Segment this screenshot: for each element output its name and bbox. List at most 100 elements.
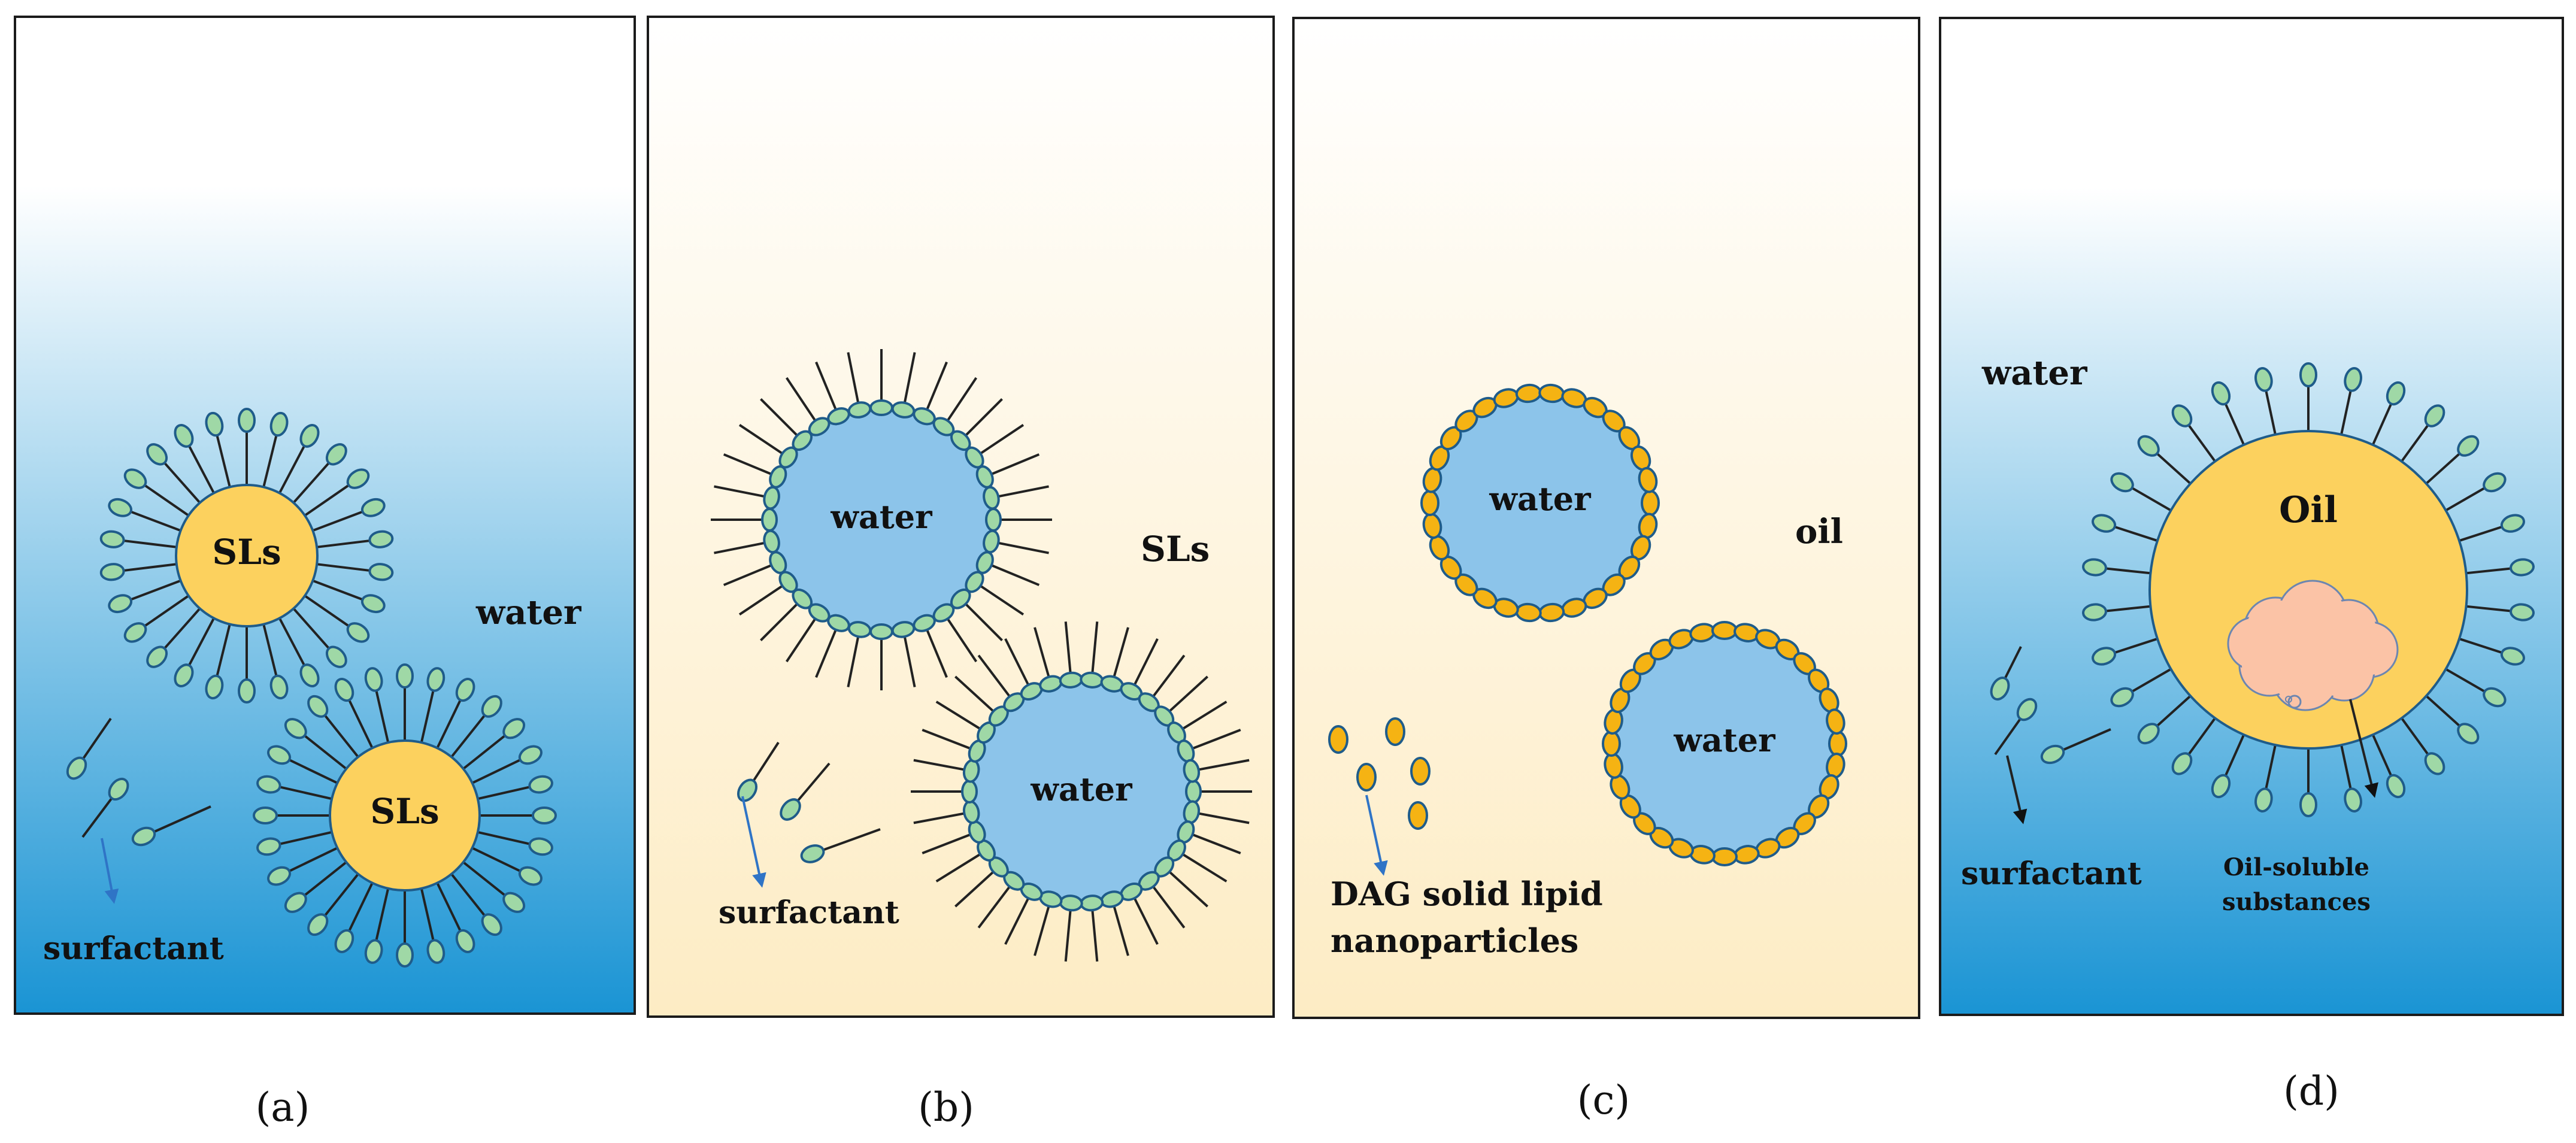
surfactant-tail xyxy=(446,867,488,919)
surfactant-head xyxy=(2254,787,2273,812)
surfactant-tail xyxy=(1152,886,1186,929)
surfactant-head xyxy=(108,777,129,801)
surfactant-head xyxy=(253,807,278,824)
surfactant-head xyxy=(307,695,329,718)
surfactant-head xyxy=(2211,774,2231,799)
panel-a-micelle-2 xyxy=(253,663,557,968)
surfactant-tail xyxy=(305,577,366,602)
surfactant-tail xyxy=(347,696,377,756)
surfactant-head xyxy=(396,663,414,689)
surfactant-tail xyxy=(980,423,1025,455)
surfactant-tail xyxy=(465,844,524,874)
panel-d-caption: (d) xyxy=(2283,1068,2339,1114)
surfactant-head xyxy=(108,498,133,517)
surfactant-tail xyxy=(286,844,345,874)
arrow-icon xyxy=(2006,755,2028,824)
surfactant-head xyxy=(256,775,281,794)
surfactant-tail xyxy=(465,757,524,787)
surfactant-head xyxy=(2082,558,2107,577)
panel-b-free-surfactants xyxy=(737,741,881,888)
surfactant-head xyxy=(1080,671,1104,689)
surfactant-head xyxy=(1080,895,1104,912)
surfactant-head xyxy=(346,468,370,489)
oil-soluble-cargo-icon xyxy=(2227,580,2399,711)
surfactant-tail xyxy=(1192,833,1241,854)
panel-a-free-surfactants xyxy=(66,717,211,904)
surfactant-tail xyxy=(913,812,965,824)
surfactant-tail xyxy=(922,729,971,750)
surfactant-head xyxy=(334,678,354,702)
surfactant-head xyxy=(2299,792,2317,817)
surfactant-head xyxy=(2137,435,2160,457)
surfactant-tail xyxy=(260,617,278,680)
panel-c-caption: (c) xyxy=(1577,1077,1630,1123)
surfactant-head xyxy=(146,443,168,466)
surfactant-tail xyxy=(286,757,345,787)
surfactant-head xyxy=(360,594,386,614)
surfactant-tail xyxy=(1182,853,1228,883)
surfactant-head xyxy=(502,718,526,739)
surfactant-head xyxy=(256,837,281,856)
panel-a-core-label-1: SLs xyxy=(212,532,281,572)
surfactant-tail xyxy=(935,701,981,730)
surfactant-tail xyxy=(298,590,352,629)
dag-nanoparticle xyxy=(1828,730,1847,757)
surfactant-head xyxy=(2344,367,2362,392)
panel-c-free-nanoparticles xyxy=(1328,717,1431,876)
surfactant-head xyxy=(481,695,502,718)
surfactant-tail xyxy=(977,886,1011,929)
surfactant-tail xyxy=(347,875,377,935)
surfactant-tail xyxy=(470,785,533,802)
surfactant-head xyxy=(238,408,256,433)
surfactant-head xyxy=(108,594,133,614)
surfactant-head xyxy=(2457,435,2480,457)
surfactant-tail xyxy=(1113,905,1129,956)
surfactant-tail xyxy=(470,829,533,846)
surfactant-tail xyxy=(1113,627,1129,678)
surfactant-tail xyxy=(141,482,195,521)
surfactant-tail xyxy=(954,871,995,908)
surfactant-tail xyxy=(120,539,184,550)
surfactant-head xyxy=(269,674,289,700)
panel-d-oil-droplet xyxy=(2082,362,2535,817)
surfactant-head xyxy=(2016,698,2038,721)
dag-nanoparticle xyxy=(1356,763,1377,792)
panel-b-sls-label: SLs xyxy=(1141,529,1210,569)
surfactant-tail xyxy=(965,398,1003,436)
panel-b-droplet-label-2: water xyxy=(1030,770,1132,808)
panel-c-dag-label-line-1: DAG solid lipid xyxy=(1331,875,1603,913)
surfactant-head xyxy=(284,892,307,913)
panel-b-reverse-micelle-1 xyxy=(711,349,1052,690)
panel-c-dag-label-line-2: nanoparticles xyxy=(1331,921,1578,960)
surfactant-tail xyxy=(946,377,978,422)
surfactant-head xyxy=(2386,381,2406,406)
surfactant-head xyxy=(761,508,778,532)
surfactant-tail xyxy=(215,432,233,495)
surfactant-head xyxy=(346,622,370,643)
surfactant-head xyxy=(123,468,147,489)
surfactant-tail xyxy=(760,603,798,641)
surfactant-tail xyxy=(141,590,195,629)
surfactant-tail xyxy=(322,867,364,919)
surfactant-head xyxy=(528,837,553,856)
panel-c-oil-label: oil xyxy=(1795,512,1843,551)
surfactant-tail xyxy=(723,564,772,586)
panel-a-surfactant-label: surfactant xyxy=(43,930,224,967)
surfactant-tail xyxy=(456,732,508,775)
surfactant-head xyxy=(205,674,224,700)
surfactant-tail xyxy=(419,881,435,944)
panel-c-droplet-label-1: water xyxy=(1489,480,1591,518)
arrow-icon xyxy=(1365,795,1388,876)
dag-nanoparticle xyxy=(1711,621,1738,640)
micelle-core xyxy=(329,739,481,892)
surfactant-tail xyxy=(998,485,1049,498)
surfactant-tail xyxy=(275,611,307,669)
dag-nanoparticle xyxy=(1328,725,1348,754)
surfactant-tail xyxy=(714,485,765,498)
surfactant-head xyxy=(2254,367,2273,392)
arrow-icon xyxy=(2349,699,2378,798)
surfactant-head xyxy=(299,424,320,448)
surfactant-head xyxy=(961,780,978,804)
surfactant-head xyxy=(2092,514,2117,533)
surfactant-tail xyxy=(419,687,435,750)
